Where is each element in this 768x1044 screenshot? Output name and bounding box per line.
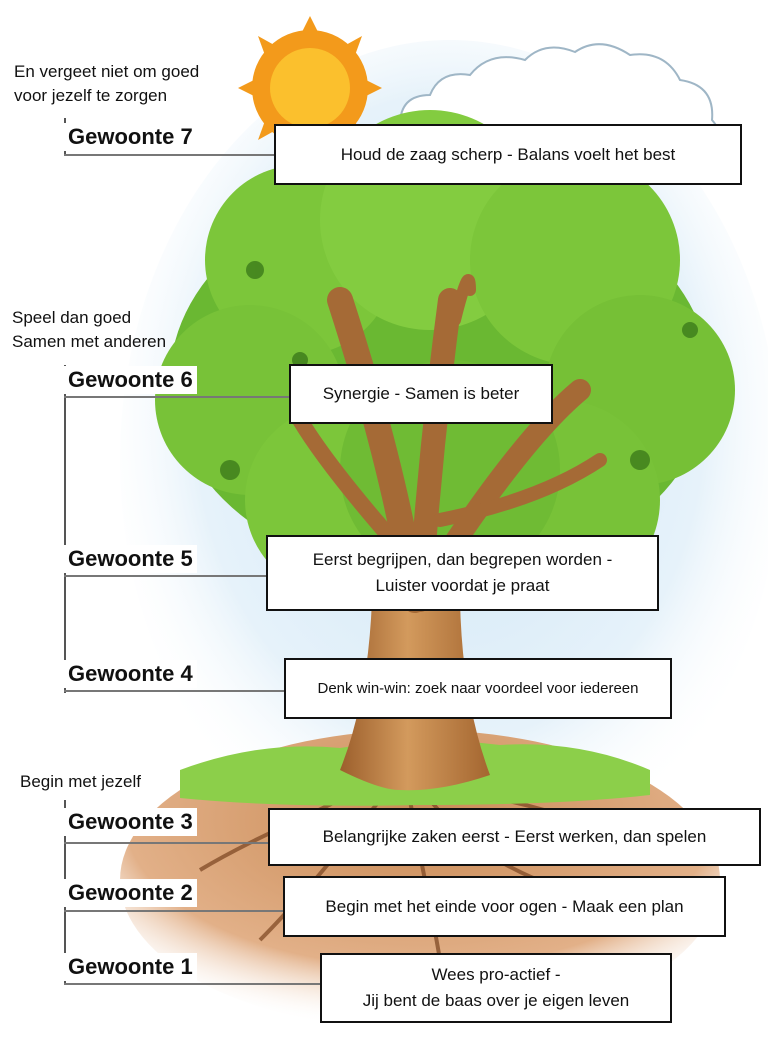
connector-6: [64, 396, 290, 398]
habit-box-1: Wees pro-actief - Jij bent de baas over …: [320, 953, 672, 1023]
habit-box-5: Eerst begrijpen, dan begrepen worden - L…: [266, 535, 659, 611]
habit-label-5: Gewoonte 5: [64, 545, 197, 573]
connector-5: [64, 575, 268, 577]
habit-label-2: Gewoonte 2: [64, 879, 197, 907]
group-label-middle: Speel dan goed Samen met anderen: [12, 306, 166, 354]
bracket-line-middle: [64, 365, 66, 693]
habit-box-7: Houd de zaag scherp - Balans voelt het b…: [274, 124, 742, 185]
habit-label-6: Gewoonte 6: [64, 366, 197, 394]
connector-4: [64, 690, 286, 692]
habit-box-3: Belangrijke zaken eerst - Eerst werken, …: [268, 808, 761, 866]
habit-box-6: Synergie - Samen is beter: [289, 364, 553, 424]
habit-label-1: Gewoonte 1: [64, 953, 197, 981]
habit-label-4: Gewoonte 4: [64, 660, 197, 688]
group-label-line: Begin met jezelf: [20, 772, 141, 791]
habit-text: Houd de zaag scherp - Balans voelt het b…: [340, 144, 676, 164]
habit-text: Synergie - Samen is beter: [322, 384, 520, 403]
habit-label-7: Gewoonte 7: [64, 123, 197, 151]
habit-label-3: Gewoonte 3: [64, 808, 197, 836]
group-label-line: Speel dan goed: [12, 308, 132, 327]
habit-box-2: Begin met het einde voor ogen - Maak een…: [283, 876, 726, 937]
group-label-top: En vergeet niet om goed voor jezelf te z…: [14, 60, 199, 108]
habit-text: Wees pro-actief -: [431, 965, 561, 984]
connector-3: [64, 842, 270, 844]
habit-box-4: Denk win-win: zoek naar voordeel voor ie…: [284, 658, 672, 719]
habit-text: Eerst begrijpen, dan begrepen worden -: [312, 550, 613, 569]
group-label-line: Samen met anderen: [12, 332, 167, 351]
habit-text: Denk win-win: zoek naar voordeel voor ie…: [317, 679, 639, 697]
connector-7: [64, 154, 276, 156]
connector-2: [64, 910, 284, 912]
habit-text: Belangrijke zaken eerst - Eerst werken, …: [322, 827, 707, 846]
connector-1: [64, 983, 322, 985]
group-label-bottom: Begin met jezelf: [20, 770, 141, 794]
habit-text: Begin met het einde voor ogen - Maak een…: [325, 896, 684, 916]
group-label-line: voor jezelf te zorgen: [14, 86, 168, 105]
habit-text: Jij bent de baas over je eigen leven: [362, 991, 630, 1010]
group-label-line: En vergeet niet om goed: [14, 62, 200, 81]
habit-text: Luister voordat je praat: [375, 576, 550, 595]
